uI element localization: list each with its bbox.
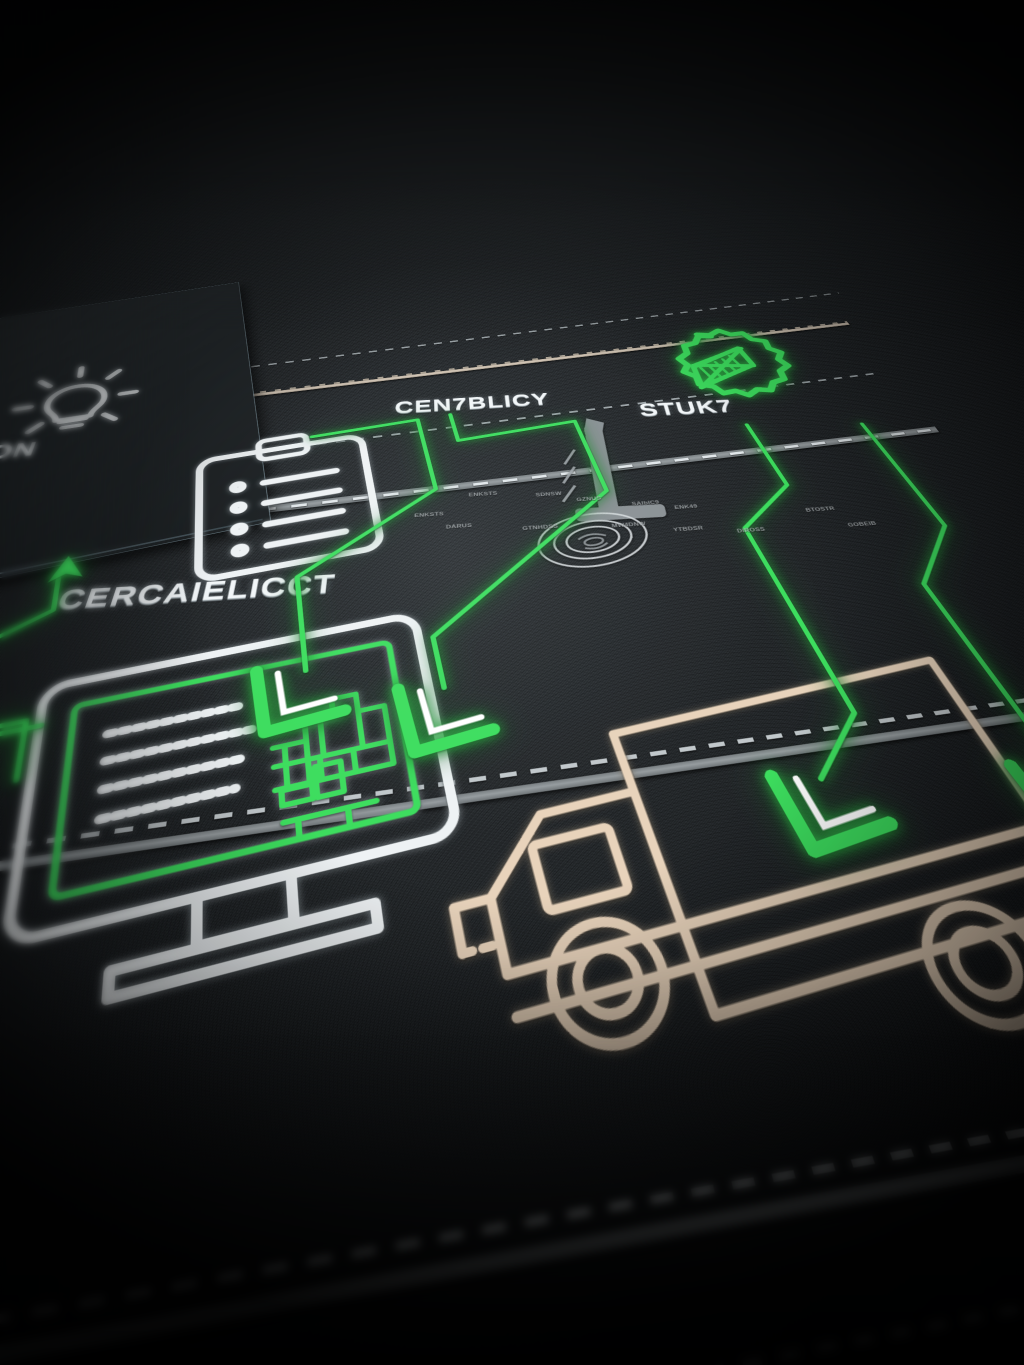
flow-diagram-plane: ACTION (0, 257, 1024, 1365)
